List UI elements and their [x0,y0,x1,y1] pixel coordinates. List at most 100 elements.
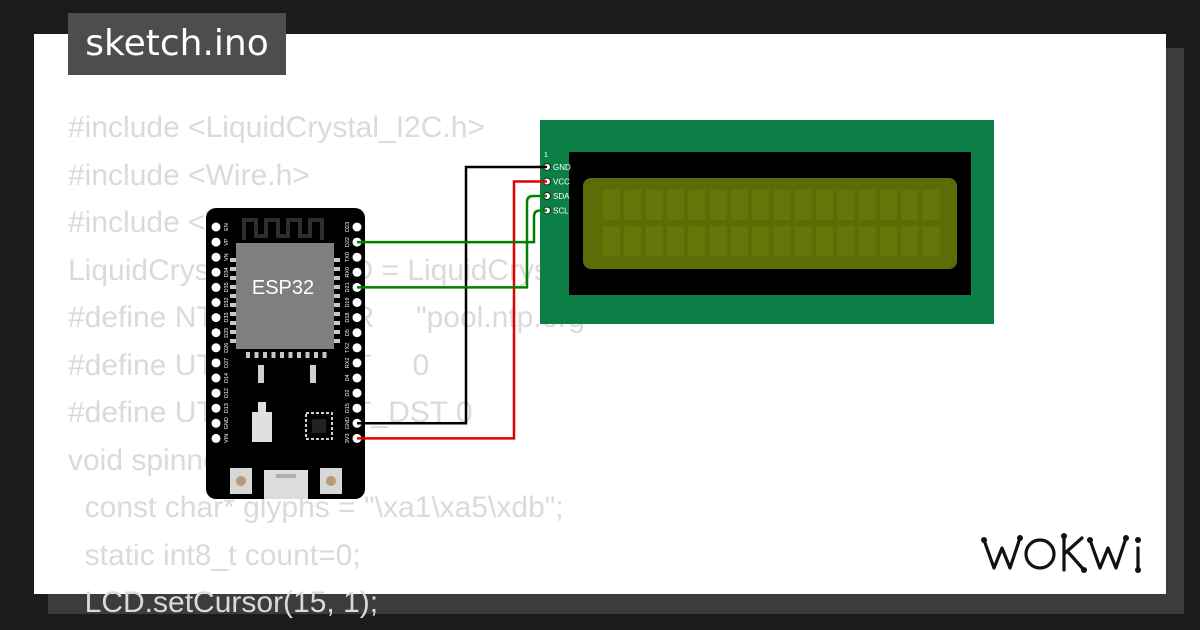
lcd-cell [773,190,791,220]
antenna-trace [242,218,324,240]
lcd-cell [858,226,876,256]
boot-button-cap [236,476,246,486]
lcd-cell [709,190,727,220]
esp32-pin-d18[interactable] [352,313,362,323]
esp32-pin-d2[interactable] [352,388,362,398]
esp32-pin-d15[interactable] [352,403,362,413]
wire-sda[interactable] [357,194,547,289]
esp32-module [236,243,334,349]
esp32-pin-d26[interactable] [211,343,221,353]
esp32-pin-d33[interactable] [211,313,221,323]
lcd-cell [901,190,919,220]
esp32-pin-tx2[interactable] [352,343,362,353]
lcd-cell [837,190,855,220]
esp32-pin-label: GND [345,417,351,429]
wire-scl[interactable] [357,209,547,244]
esp32-pin-label: RX0 [345,267,351,278]
lcd-cell [773,226,791,256]
reset-button-cap [326,476,336,486]
esp32-pin-label: VP [224,238,230,246]
module-pad [297,352,301,358]
esp32-pin-d14[interactable] [211,373,221,383]
esp32-pin-label: EN [224,223,230,231]
esp32-pin-d23[interactable] [352,222,362,232]
lcd-cell [645,190,663,220]
regulator [252,412,272,442]
esp32-pin-rx2[interactable] [352,358,362,368]
esp32-pin-label: GND [224,417,230,429]
file-tab[interactable]: sketch.ino [68,13,286,75]
module-pad [334,258,340,262]
esp32-pin-d4[interactable] [352,373,362,383]
lcd-cell [794,190,812,220]
lcd-cell [666,190,684,220]
esp32-pin-gnd[interactable] [211,418,221,428]
lcd-cell [603,226,620,256]
module-pad [230,258,236,262]
esp32-pin-label: D5 [345,329,351,336]
esp32-pin-label: TX2 [345,343,351,353]
esp32-pin-label: D4 [345,374,351,381]
esp32-pin-rx0[interactable] [352,267,362,277]
lcd-cell [752,226,770,256]
esp32-pin-d13[interactable] [211,403,221,413]
lcd-cell [603,190,620,220]
lcd-cell [794,226,812,256]
lcd-cell [858,190,876,220]
esp32-pin-d32[interactable] [211,298,221,307]
esp32-pin-label: D2 [345,390,351,397]
module-pad [334,330,340,334]
lcd-cell [624,190,642,220]
esp32-pin-label: D21 [345,282,351,292]
esp32-pin-vn[interactable] [211,252,221,262]
module-pad [230,303,236,307]
esp32-pin-en[interactable] [211,222,221,232]
lcd-cell [666,226,684,256]
esp32-pin-headers: ENVPVND34D35D32D33D25D26D27D14D12D13GNDV… [211,222,362,444]
esp32-pin-tx0[interactable] [352,252,362,262]
esp32-pin-label: 3V3 [345,434,351,444]
lcd-cell [837,226,855,256]
lcd-pin-label: SDA [553,192,570,201]
esp32-pin-label: D34 [224,267,230,277]
esp32-pin-vp[interactable] [211,237,221,247]
code-line: LCD.setCursor(15, 1); [68,586,379,619]
esp32-pin-label: RX2 [345,358,351,369]
module-pad [271,352,276,358]
lcd-character-grid [603,190,940,256]
module-pad [230,321,236,325]
module-pad [230,330,236,334]
module-pad [230,285,236,289]
esp32-pin-d27[interactable] [211,358,221,368]
esp32-pin-d12[interactable] [211,388,221,398]
esp32-pin-label: D23 [345,222,351,232]
esp32-devkit[interactable]: ESP32 ENVPVND34D35D32D33D25D26D27D14D12D… [206,208,365,499]
module-pad [246,352,250,358]
lcd-cell [901,226,919,256]
lcd-pin-label: GND [553,163,571,172]
lcd-cell [922,226,940,256]
esp32-pin-label: VN [224,253,230,261]
lcd-cell [688,226,706,256]
esp32-pin-label: TX0 [345,252,351,262]
module-pad [305,352,310,358]
lcd-cell [624,226,642,256]
esp32-pin-label: D35 [224,282,230,292]
lcd-pin-label: SCL [553,207,569,216]
wire-gnd[interactable] [357,165,547,425]
smd-component [310,365,316,383]
esp32-pin-vin[interactable] [211,433,221,443]
module-pad [254,352,259,358]
esp32-pin-d5[interactable] [352,328,362,338]
lcd-cell [879,190,897,220]
esp32-pin-d25[interactable] [211,328,221,338]
module-pad [263,352,267,358]
esp32-pin-d19[interactable] [352,298,362,307]
esp32-pin-d35[interactable] [211,282,221,292]
code-line: static int8_t count=0; [68,538,361,572]
wire-vcc[interactable] [357,180,547,440]
esp32-pin-d34[interactable] [211,267,221,277]
module-pad [230,276,236,280]
esp32-pin-label: D26 [224,343,230,353]
